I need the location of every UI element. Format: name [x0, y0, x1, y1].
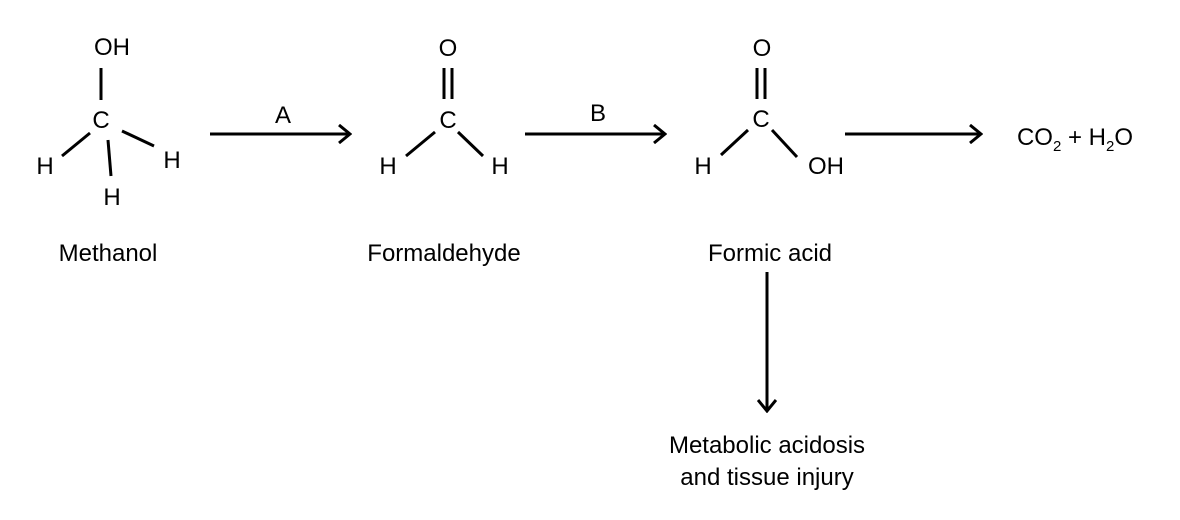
methanol-label: Methanol [59, 240, 158, 267]
atom-h: H [36, 153, 53, 180]
formic-acid-label: Formic acid [708, 240, 832, 267]
methanol-structure: OH C H H H [36, 34, 180, 211]
atom-c: C [92, 107, 109, 134]
atom-c: C [752, 106, 769, 133]
products-label: CO2 + H2O [1017, 124, 1133, 155]
atom-oh: OH [808, 153, 844, 180]
bond [106, 139, 113, 177]
arrow-a-label: A [275, 102, 291, 129]
bond [456, 130, 485, 158]
atom-o: O [439, 35, 458, 62]
atom-o: O [753, 35, 772, 62]
bond [719, 128, 750, 157]
atom-h: H [379, 153, 396, 180]
formaldehyde-label: Formaldehyde [367, 240, 520, 267]
outcome-line-1: Metabolic acidosis [669, 432, 865, 459]
outcome-line-2: and tissue injury [680, 464, 853, 491]
formic-acid-structure: O C H OH [694, 35, 844, 180]
formaldehyde-structure: O C H H [379, 35, 508, 180]
atom-h: H [103, 184, 120, 211]
atom-h: H [694, 153, 711, 180]
bond [405, 130, 436, 158]
bond [770, 128, 799, 159]
atom-oh: OH [94, 34, 130, 61]
arrow-b-label: B [590, 100, 606, 127]
atom-h: H [491, 153, 508, 180]
atom-h: H [163, 147, 180, 174]
atom-c: C [439, 107, 456, 134]
bond [121, 129, 155, 148]
bond [61, 131, 91, 158]
